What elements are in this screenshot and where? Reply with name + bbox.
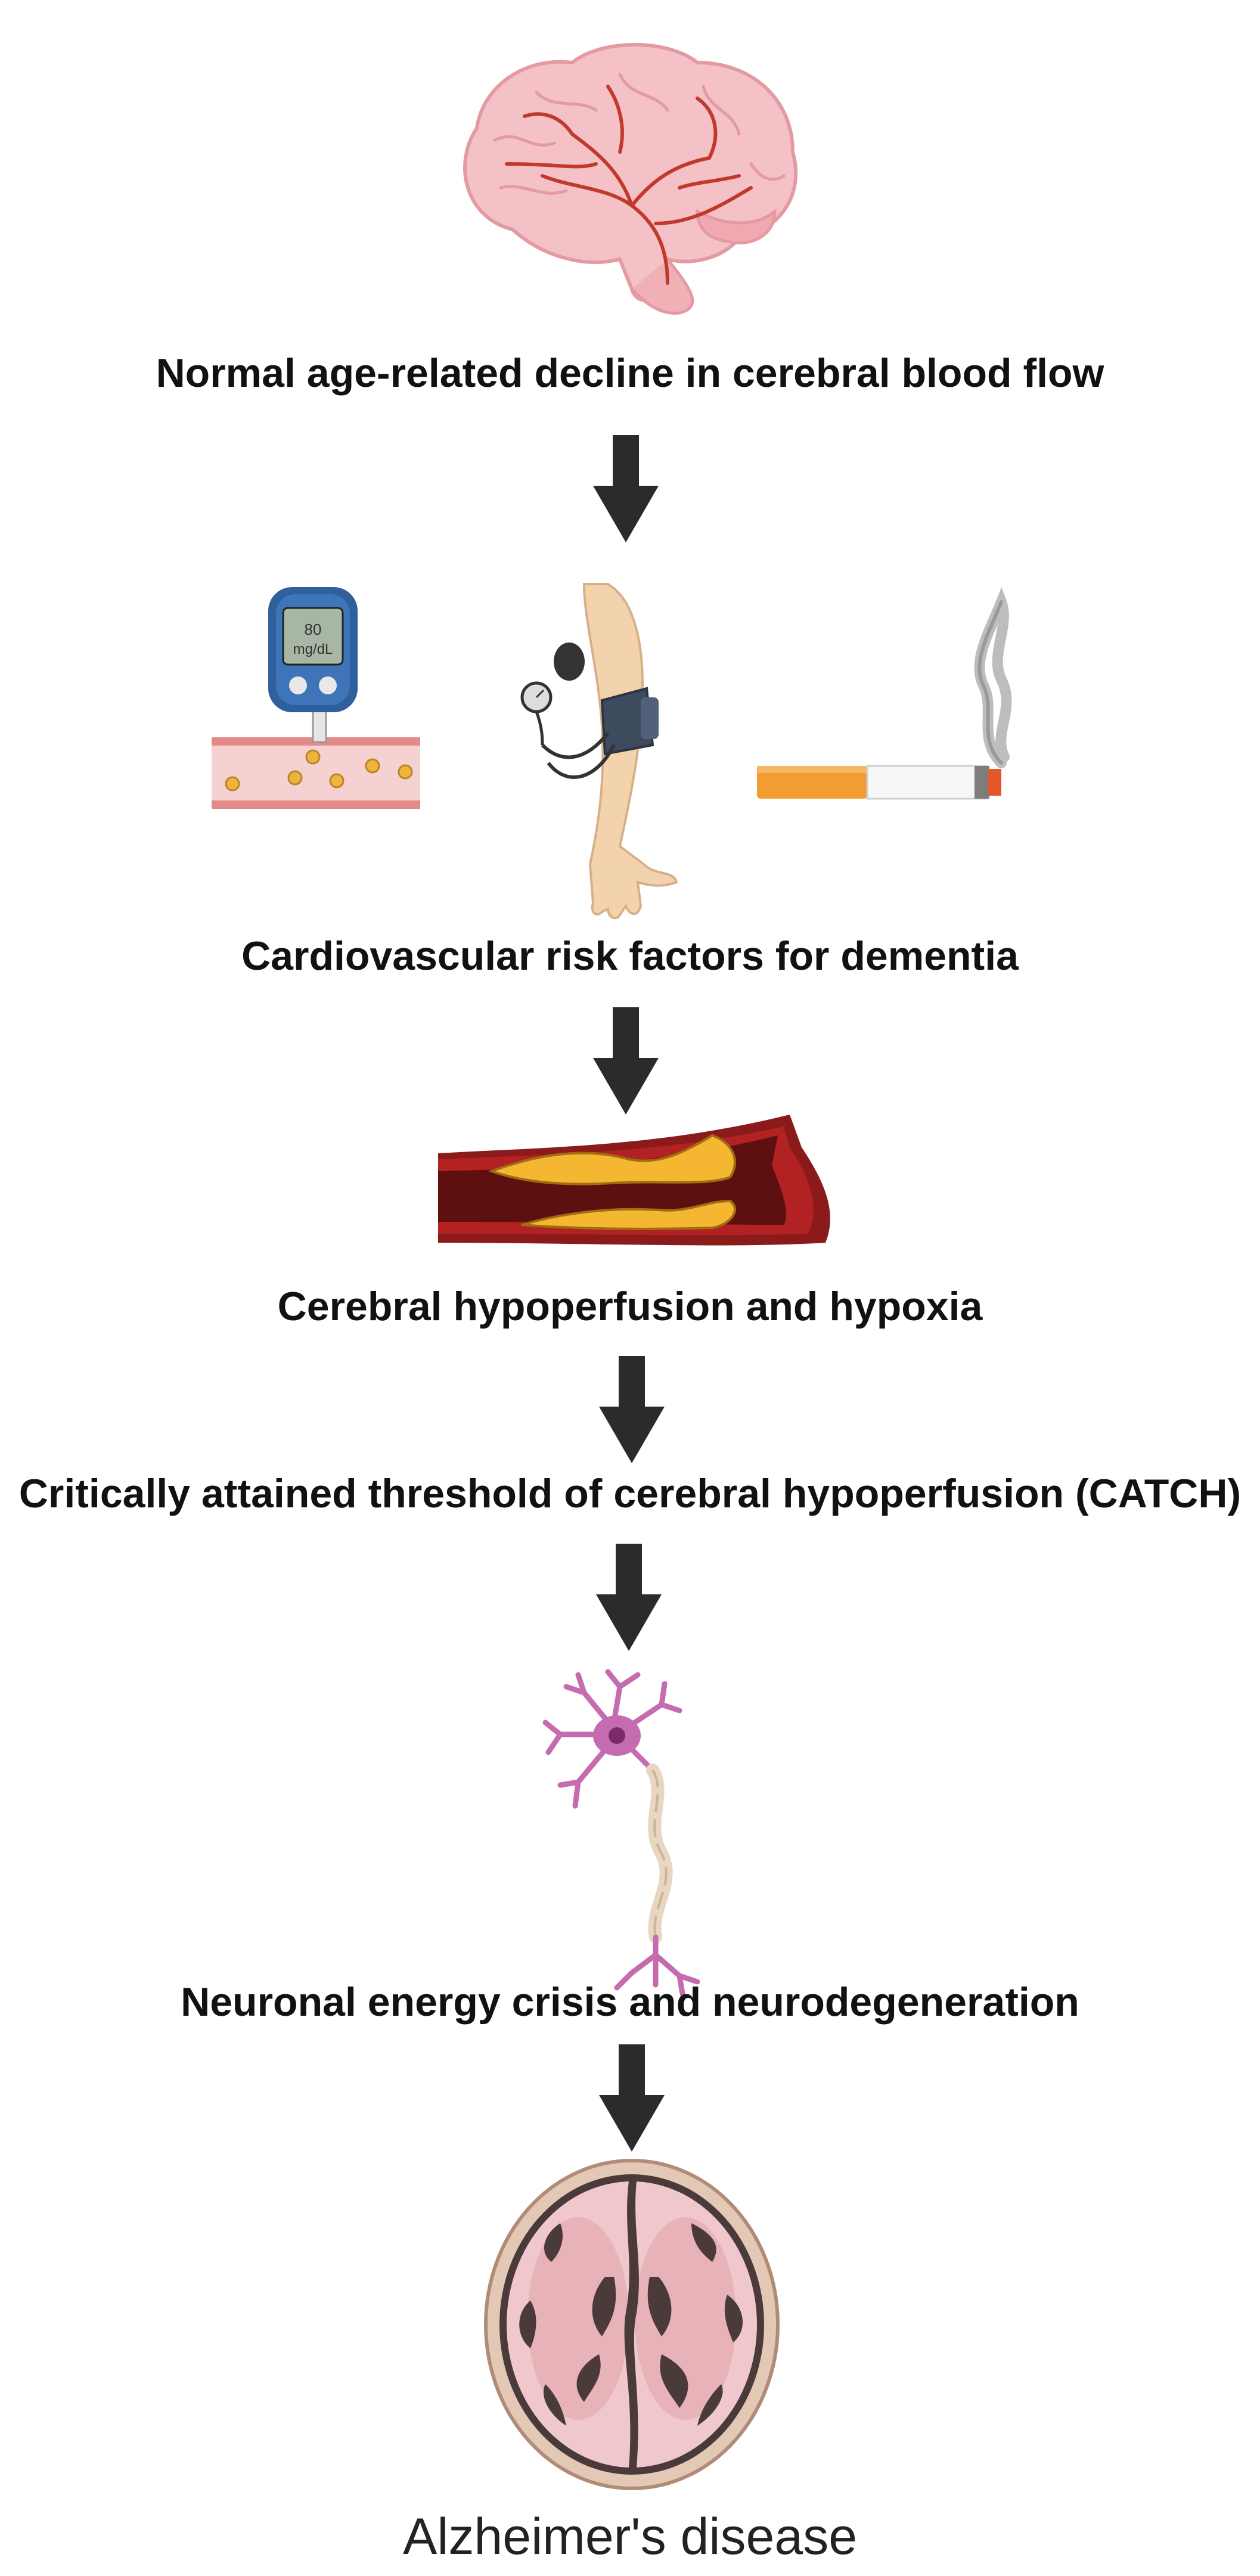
glucometer-value: 80 [305,620,322,638]
cigarette-icon [757,587,1012,800]
blood-pressure-cuff-icon [520,583,678,920]
step-label-3: Cerebral hypoperfusion and hypoxia [277,1284,983,1329]
artery-plaque-icon [438,1115,830,1246]
brain-icon [463,43,798,315]
down-arrow-icon [599,1356,665,1463]
outcome-label: Alzheimer's disease [402,2508,858,2565]
glucometer-unit: mg/dL [293,641,333,657]
down-arrow-icon [596,1544,662,1651]
step-label-5: Neuronal energy crisis and neurodegenera… [181,1979,1079,2025]
step-label-4: Critically attained threshold of cerebra… [18,1471,1242,1516]
down-arrow-icon [599,2044,665,2152]
step-label-2: Cardiovascular risk factors for dementia [241,933,1019,979]
down-arrow-icon [593,435,659,542]
down-arrow-icon [593,1007,659,1115]
step-label-1: Normal age-related decline in cerebral b… [156,350,1104,396]
neuron-icon [542,1669,700,1997]
glucometer-icon: 80 mg/dL [212,587,420,809]
brain-scan-icon [484,2159,780,2490]
